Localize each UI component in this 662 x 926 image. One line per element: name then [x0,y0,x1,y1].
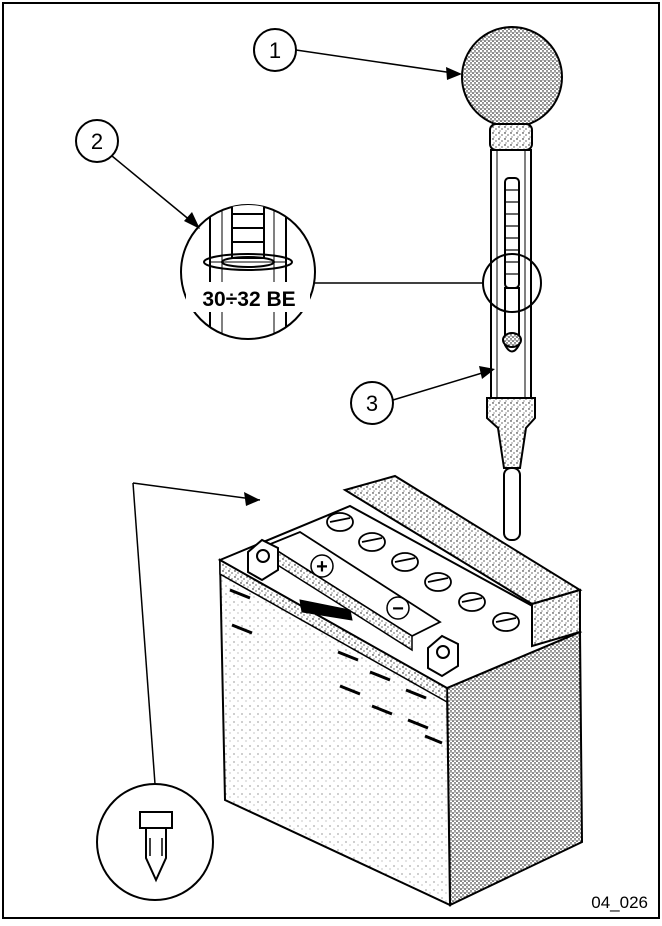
bulb-collar [489,123,533,151]
callout-2-number: 2 [91,129,103,154]
callout-3-number: 3 [366,391,378,416]
level-marks [229,588,443,745]
callout-1-number: 1 [269,38,281,63]
float-weight [502,332,522,348]
hydrometer [461,26,563,541]
rubber-sleeve [486,397,536,469]
battery: + − [217,474,584,907]
float-stem [504,177,520,289]
callout-1: 1 [253,28,462,80]
callout-3: 3 [350,366,495,425]
negative-symbol: − [392,598,404,620]
nozzle [503,467,521,541]
vent-leader-lines [132,482,261,785]
positive-terminal: + [247,538,334,582]
density-reading-label: 30÷32 BE [202,288,295,311]
negative-terminal: − [386,596,459,678]
rubber-bulb [461,26,563,128]
vent-plug-detail [96,783,214,901]
callout-2: 2 [75,119,200,229]
detail-magnifier: 30÷32 BE [180,204,316,340]
vent-caps [326,512,520,632]
figure-code: 04_026 [591,893,648,912]
positive-symbol: + [316,556,328,578]
